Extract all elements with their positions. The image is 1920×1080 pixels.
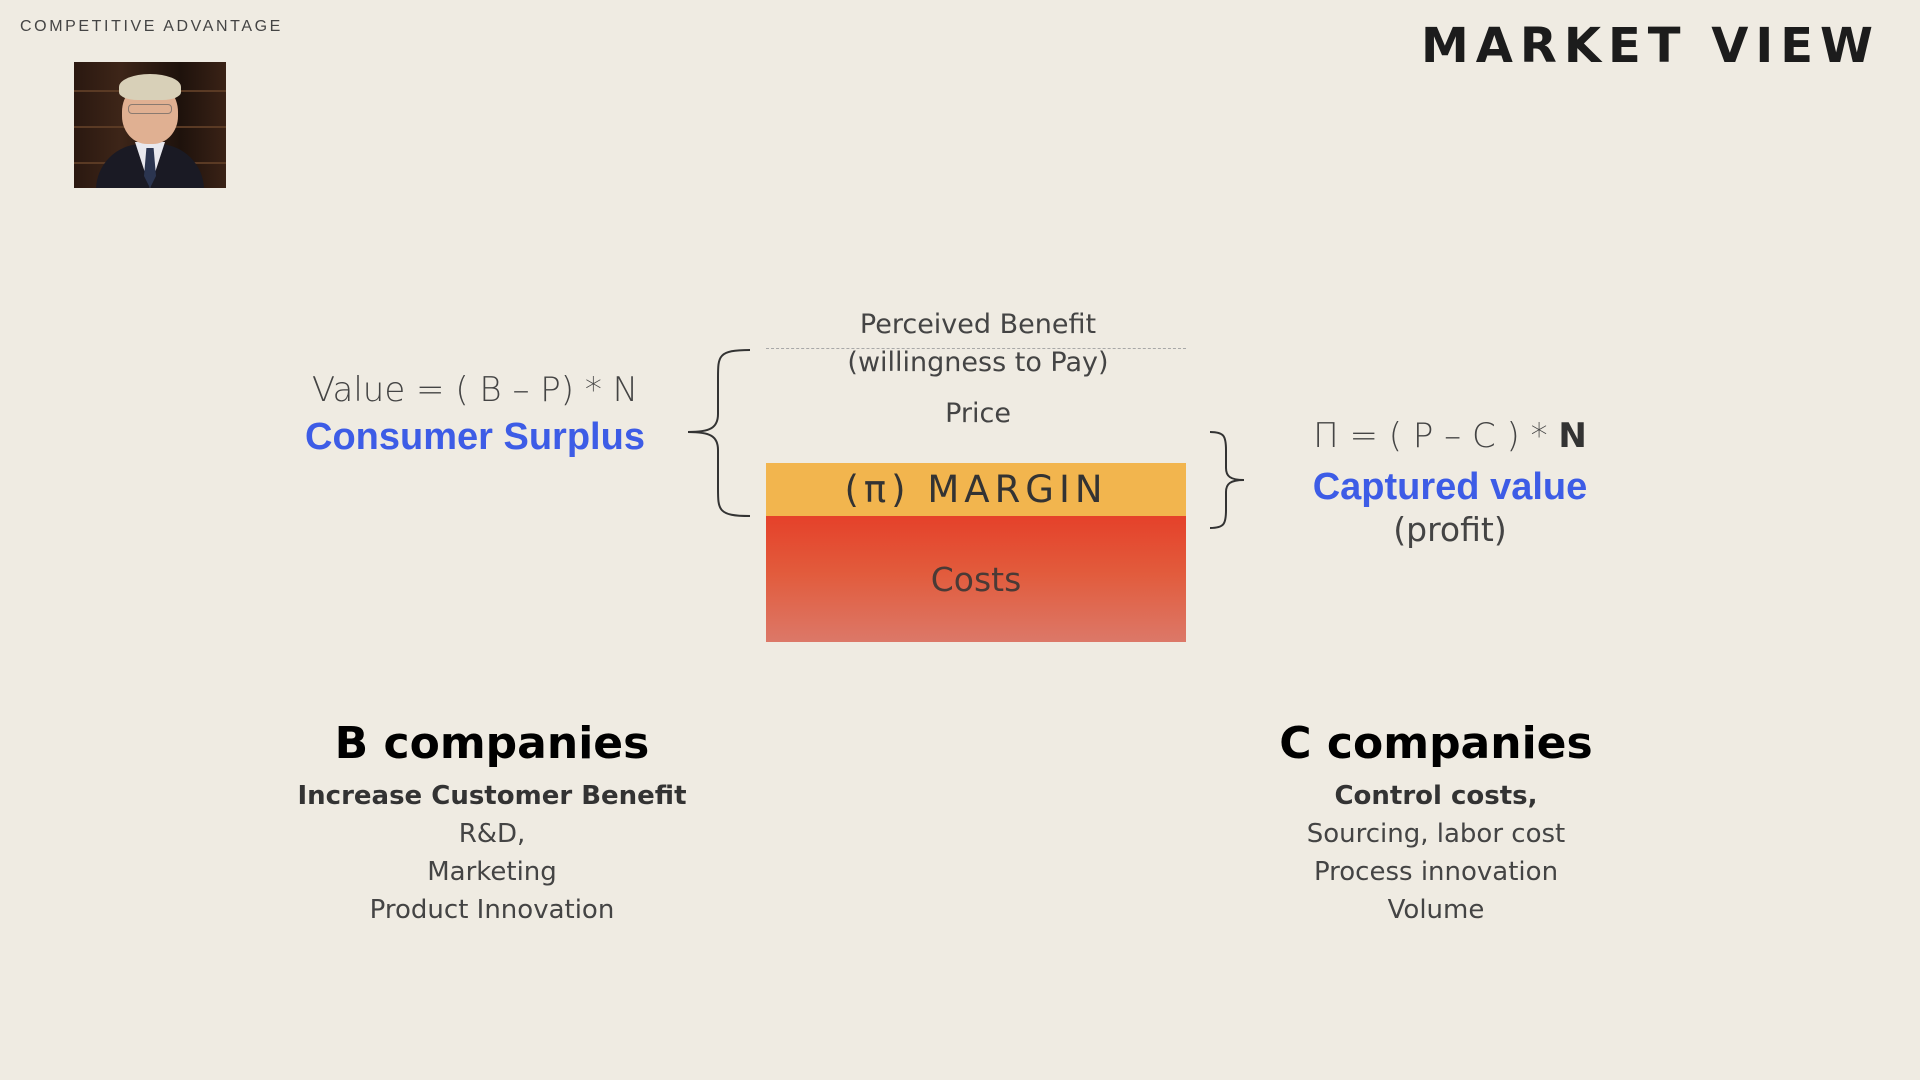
c-companies-item: Sourcing, labor cost — [1306, 819, 1566, 849]
c-companies-item: Process innovation — [1313, 857, 1559, 887]
profit-formula: Π = ( P – C ) * N — [1280, 416, 1620, 456]
captured-value-label: Captured value — [1312, 466, 1588, 508]
profit-formula-text: Π = ( P – C ) * — [1313, 416, 1559, 456]
c-companies-item: Volume — [1387, 895, 1485, 925]
c-companies-heading: C companies — [1279, 718, 1593, 769]
portrait-photo — [74, 62, 226, 188]
right-brace — [1209, 431, 1245, 529]
benefit-dashed-line — [766, 348, 1186, 349]
costs-bar: Costs — [766, 516, 1186, 642]
c-companies-lead: Control costs, — [1334, 781, 1538, 811]
b-companies-column: B companies Increase Customer Benefit R&… — [252, 718, 732, 929]
perceived-benefit-line2: (willingness to Pay) — [847, 347, 1109, 378]
margin-label: (π) MARGIN — [844, 468, 1108, 511]
c-companies-column: C companies Control costs, Sourcing, lab… — [1196, 718, 1676, 929]
left-brace — [687, 349, 751, 517]
consumer-value-formula: Value = ( B – P) * N — [311, 370, 639, 410]
b-companies-heading: B companies — [334, 718, 650, 769]
b-companies-item: Product Innovation — [369, 895, 615, 925]
margin-bar: (π) MARGIN — [766, 463, 1186, 516]
consumer-surplus-label: Consumer Surplus — [305, 416, 645, 458]
costs-label: Costs — [930, 559, 1022, 599]
b-companies-item: Marketing — [427, 857, 557, 887]
section-kicker: COMPETITIVE ADVANTAGE — [20, 18, 283, 35]
page-title: MARKET VIEW — [1420, 18, 1880, 74]
profit-label: (profit) — [1393, 510, 1507, 549]
b-companies-item: R&D, — [458, 819, 526, 849]
perceived-benefit-line1: Perceived Benefit — [859, 309, 1097, 340]
b-companies-lead: Increase Customer Benefit — [297, 781, 687, 811]
profit-formula-n: N — [1558, 416, 1587, 456]
perceived-benefit-label: Perceived Benefit (willingness to Pay) — [768, 306, 1188, 382]
price-label: Price — [945, 398, 1011, 429]
